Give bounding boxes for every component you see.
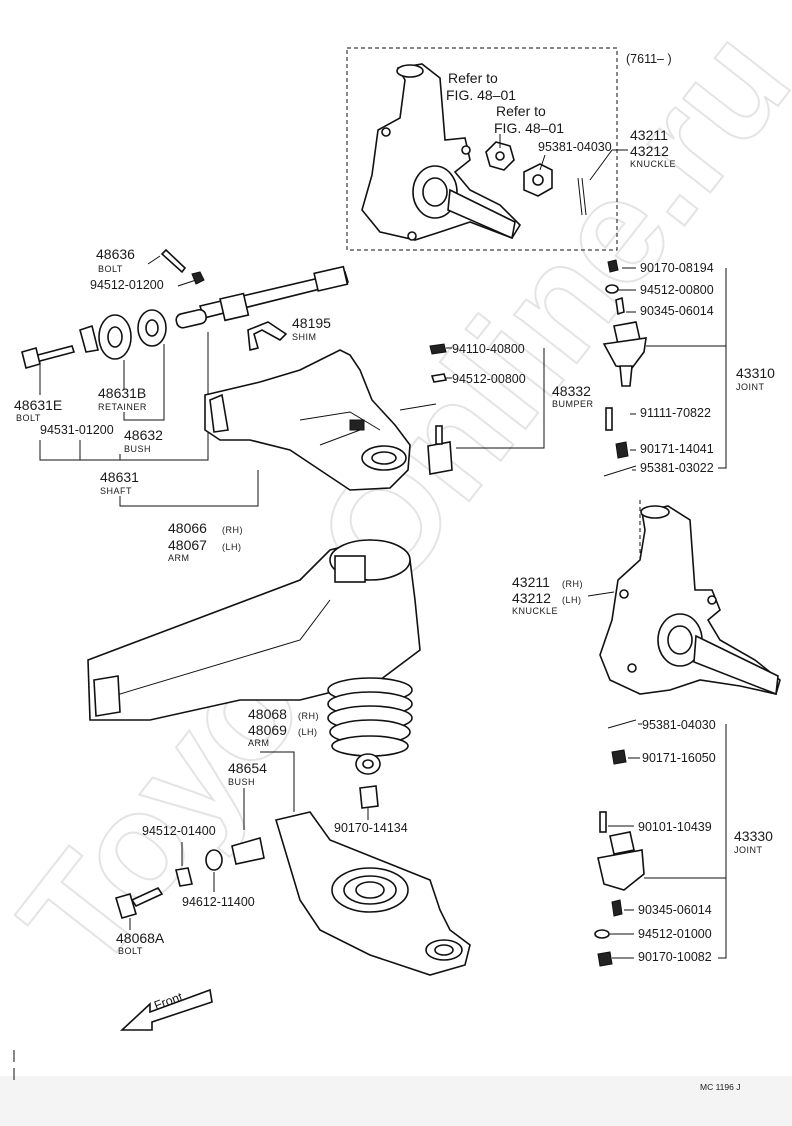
refer-label-2b: FIG. 48–01 (494, 120, 564, 136)
label-91111-70822: 91111-70822 (640, 406, 711, 420)
label-48631e: 48631E (14, 397, 62, 413)
inset-knuckle-rh-label: 43211 (630, 127, 668, 143)
inset-knuckle-drawing (361, 63, 587, 241)
label-48069-name: ARM (248, 738, 270, 748)
label-94512-01200: 94512-01200 (90, 278, 164, 292)
label-90170-14134: 90170-14134 (334, 821, 408, 835)
label-48068: 48068 (248, 706, 287, 722)
label-48066: 48066 (168, 520, 207, 536)
label-48068a: 48068A (116, 930, 165, 946)
label-48631b: 48631B (98, 385, 146, 401)
label-90345-06014-upper: 90345-06014 (640, 304, 714, 318)
upper-shaft-drawing (21, 248, 350, 369)
label-48068a-name: BOLT (118, 946, 143, 956)
inset-cotter-pin-label: 95381-04030 (538, 140, 612, 154)
label-48332-name: BUMPER (552, 399, 594, 409)
label-43330: 43330 (734, 828, 773, 844)
label-43330-name: JOINT (734, 845, 763, 855)
label-43212: 43212 (512, 590, 551, 606)
label-90171-14041: 90171-14041 (640, 442, 714, 456)
label-43212-side: (LH) (562, 595, 582, 605)
footer-code: MC 1196 J (700, 1082, 740, 1092)
label-90345-06014-lower: 90345-06014 (638, 903, 712, 917)
label-90101-10439: 90101-10439 (638, 820, 712, 834)
label-94512-01400: 94512-01400 (142, 824, 216, 838)
frame-drawing (87, 539, 421, 721)
label-48632-name: BUSH (124, 444, 151, 454)
main-knuckle-drawing (599, 505, 781, 696)
lower-joint-drawing (594, 719, 645, 967)
label-48654: 48654 (228, 760, 267, 776)
upper-arm-drawing (204, 349, 411, 491)
label-48631e-name: BOLT (16, 413, 41, 423)
upper-joint-drawing (602, 259, 647, 477)
label-43310-name: JOINT (736, 382, 765, 392)
bumper-drawing (427, 343, 453, 475)
label-90171-16050: 90171-16050 (642, 751, 716, 765)
label-94512-00800-bumper: 94512-00800 (452, 372, 526, 386)
label-90170-08194: 90170-08194 (640, 261, 714, 275)
refer-label-2a: Refer to (496, 103, 546, 119)
label-48636: 48636 (96, 246, 135, 262)
label-94612-11400: 94612-11400 (182, 895, 255, 909)
label-43211-side: (RH) (562, 579, 583, 589)
inset-knuckle-lh-label: 43212 (630, 143, 669, 159)
label-43211: 43211 (512, 574, 550, 590)
refer-label-1a: Refer to (448, 70, 498, 86)
label-48632: 48632 (124, 427, 163, 443)
label-94110-40800: 94110-40800 (452, 342, 525, 356)
label-94512-01000: 94512-01000 (638, 927, 712, 941)
label-48067-side: (LH) (222, 542, 242, 552)
inset-range-label: (7611– ) (626, 52, 672, 66)
label-48069: 48069 (248, 722, 287, 738)
label-95381-04030: 95381-04030 (642, 718, 716, 732)
label-48067-name: ARM (168, 553, 190, 563)
label-48069-side: (LH) (298, 727, 318, 737)
inset-knuckle-name: KNUCKLE (630, 159, 676, 169)
label-48195: 48195 (292, 315, 331, 331)
label-48068-side: (RH) (298, 711, 319, 721)
label-48332: 48332 (552, 383, 591, 399)
coil-spring-drawing (327, 677, 413, 809)
label-43212-name: KNUCKLE (512, 606, 558, 616)
label-48067: 48067 (168, 537, 207, 553)
inset-box (346, 47, 618, 251)
label-43310: 43310 (736, 365, 775, 381)
label-95381-03022: 95381-03022 (640, 461, 714, 475)
front-arrow: Front (119, 988, 213, 1031)
label-94512-00800-joint: 94512-00800 (640, 283, 714, 297)
label-94531-01200: 94531-01200 (40, 423, 114, 437)
footer-band (0, 1076, 792, 1126)
label-48636-name: BOLT (98, 264, 123, 274)
label-48631b-name: RETAINER (98, 402, 147, 412)
lower-arm-drawing (115, 811, 471, 976)
label-48654-name: BUSH (228, 777, 255, 787)
label-48631-name: SHAFT (100, 486, 132, 496)
label-48195-name: SHIM (292, 332, 317, 342)
label-48631: 48631 (100, 469, 139, 485)
refer-label-1b: FIG. 48–01 (446, 87, 516, 103)
label-90170-10082: 90170-10082 (638, 950, 712, 964)
label-48066-side: (RH) (222, 525, 243, 535)
